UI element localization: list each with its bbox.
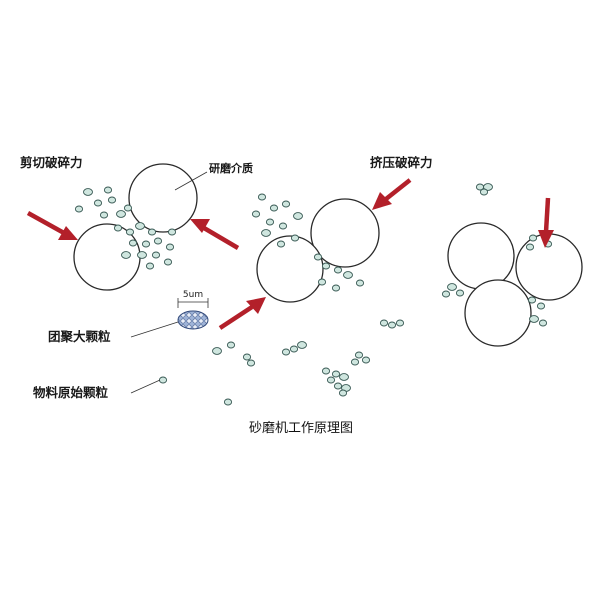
material-particle [103,186,113,194]
material-particle [113,224,123,232]
material-particle [93,199,103,207]
material-particle [223,398,233,406]
material-particle [163,258,173,266]
material-particle [251,210,261,218]
arrow-shear-left [26,211,78,240]
material-particle [343,271,353,279]
material-particle [141,240,151,248]
material-particle [387,321,397,329]
material-particle [125,228,135,236]
material-particle [355,279,365,287]
material-particle [538,319,548,327]
material-particle [167,228,177,236]
material-particle [338,389,348,397]
material-particle [116,210,126,218]
material-particle [123,204,133,212]
arrow-extrusion-top [372,178,412,210]
material-particle [333,266,343,274]
material-particle [128,239,138,247]
material-particle [525,243,535,251]
material-particle [147,228,157,236]
material-particle [333,382,343,390]
arrow-right-cluster [538,197,554,248]
figure-caption: 砂磨机工作原理图 [249,421,353,436]
material-particle [339,373,349,381]
material-particle [145,262,155,270]
material-particle [212,347,222,355]
material-particle [293,212,303,220]
bead-middle-top [310,198,380,268]
material-particle [74,205,84,213]
leader-lines [130,171,208,394]
material-particle [354,351,364,359]
material-particle [527,296,537,304]
material-particle [246,359,256,367]
material-particle [297,341,307,349]
label-raw-particle: 物料原始颗粒 [33,385,109,400]
material-particle [447,283,457,291]
grinding-beads [73,163,583,347]
material-particle [455,289,465,297]
material-particles [74,183,553,406]
bead-shear-top [128,163,198,233]
material-particle [265,218,275,226]
material-particle [483,183,493,191]
material-particle [321,367,331,375]
material-particle [278,222,288,230]
material-particle [107,196,117,204]
material-particle [153,237,163,245]
material-particle [121,251,131,259]
material-particle [331,370,341,378]
material-particle [99,211,109,219]
material-particle [441,290,451,298]
material-particle [331,284,341,292]
label-extrusion-force: 挤压破碎力 [370,155,433,170]
material-particle [137,251,147,259]
material-particle [529,315,539,323]
material-particle [528,234,538,242]
material-particle [151,251,161,259]
material-particle [326,376,336,384]
material-particle [269,204,279,212]
label-agglomerate: 团聚大颗粒 [48,329,111,344]
material-particle [257,193,267,201]
bead-middle-bottom [256,235,324,303]
label-shear-force: 剪切破碎力 [20,155,83,170]
material-particle [379,319,389,327]
material-particle [165,243,175,251]
agglomerate-particle: 5um [177,290,209,330]
material-particle [313,253,323,261]
material-particle [350,358,360,366]
material-particle [83,188,93,196]
material-particle [135,222,145,230]
force-arrows [26,178,554,330]
material-particle [276,240,286,248]
material-particle [321,262,331,270]
arrow-extrusion-bottom [218,297,266,330]
material-particle [317,278,327,286]
material-particle [289,345,299,353]
material-particle [281,348,291,356]
material-particle [395,319,405,327]
label-grinding-medium: 研磨介质 [209,161,253,175]
material-particle [281,200,291,208]
material-particle [226,341,236,349]
material-particle [536,302,546,310]
material-particle [158,376,168,384]
scale-label: 5um [183,290,203,300]
material-particle [242,353,252,361]
bead-right-left [447,222,515,290]
bead-right-bottom [464,279,532,347]
arrow-shear-right [190,219,240,250]
material-particle [361,356,371,364]
material-particle [261,229,271,237]
material-particle [290,234,300,242]
material-particle [479,188,489,196]
